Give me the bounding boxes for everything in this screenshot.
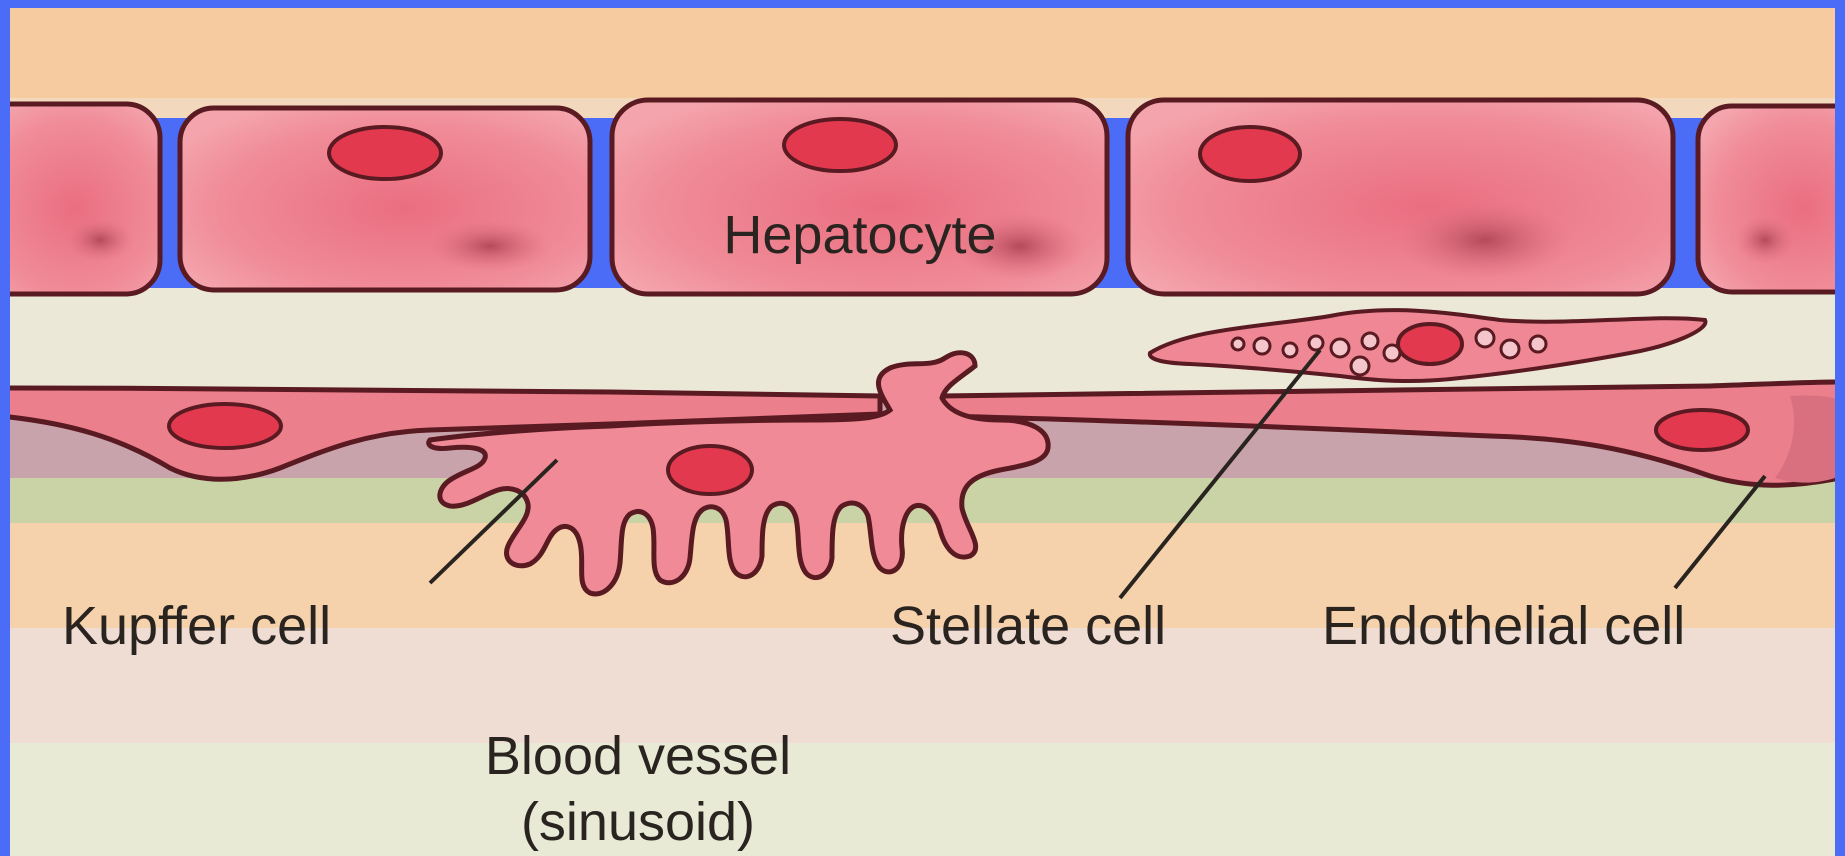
nucleus: [169, 404, 281, 448]
label-kupffer-cell: Kupffer cell: [62, 596, 331, 656]
nucleus: [1656, 410, 1748, 450]
nucleus: [668, 446, 752, 494]
label-sinusoid: (sinusoid): [521, 792, 755, 852]
label-hepatocyte: Hepatocyte: [723, 205, 996, 265]
liver-sinusoid-diagram: Hepatocyte Kupffer cell Stellate cell En…: [10, 8, 1835, 856]
label-endothelial-cell: Endothelial cell: [1322, 596, 1685, 656]
hepatocyte-cell-5: [1698, 106, 1835, 292]
label-stellate-cell: Stellate cell: [890, 596, 1166, 656]
hepatocyte-cell-4: [1128, 100, 1673, 294]
hepatocyte-cell-2: [180, 108, 590, 290]
nucleus: [329, 127, 441, 179]
blood-band-pale: [10, 743, 1835, 856]
nucleus: [1200, 127, 1300, 181]
hepatocyte-cell-1: [10, 104, 160, 294]
nucleus: [1398, 324, 1462, 364]
label-blood-vessel: Blood vessel: [485, 726, 791, 786]
top-background: [10, 8, 1835, 98]
diagram-svg: Hepatocyte Kupffer cell Stellate cell En…: [10, 8, 1835, 856]
nucleus: [784, 119, 896, 171]
